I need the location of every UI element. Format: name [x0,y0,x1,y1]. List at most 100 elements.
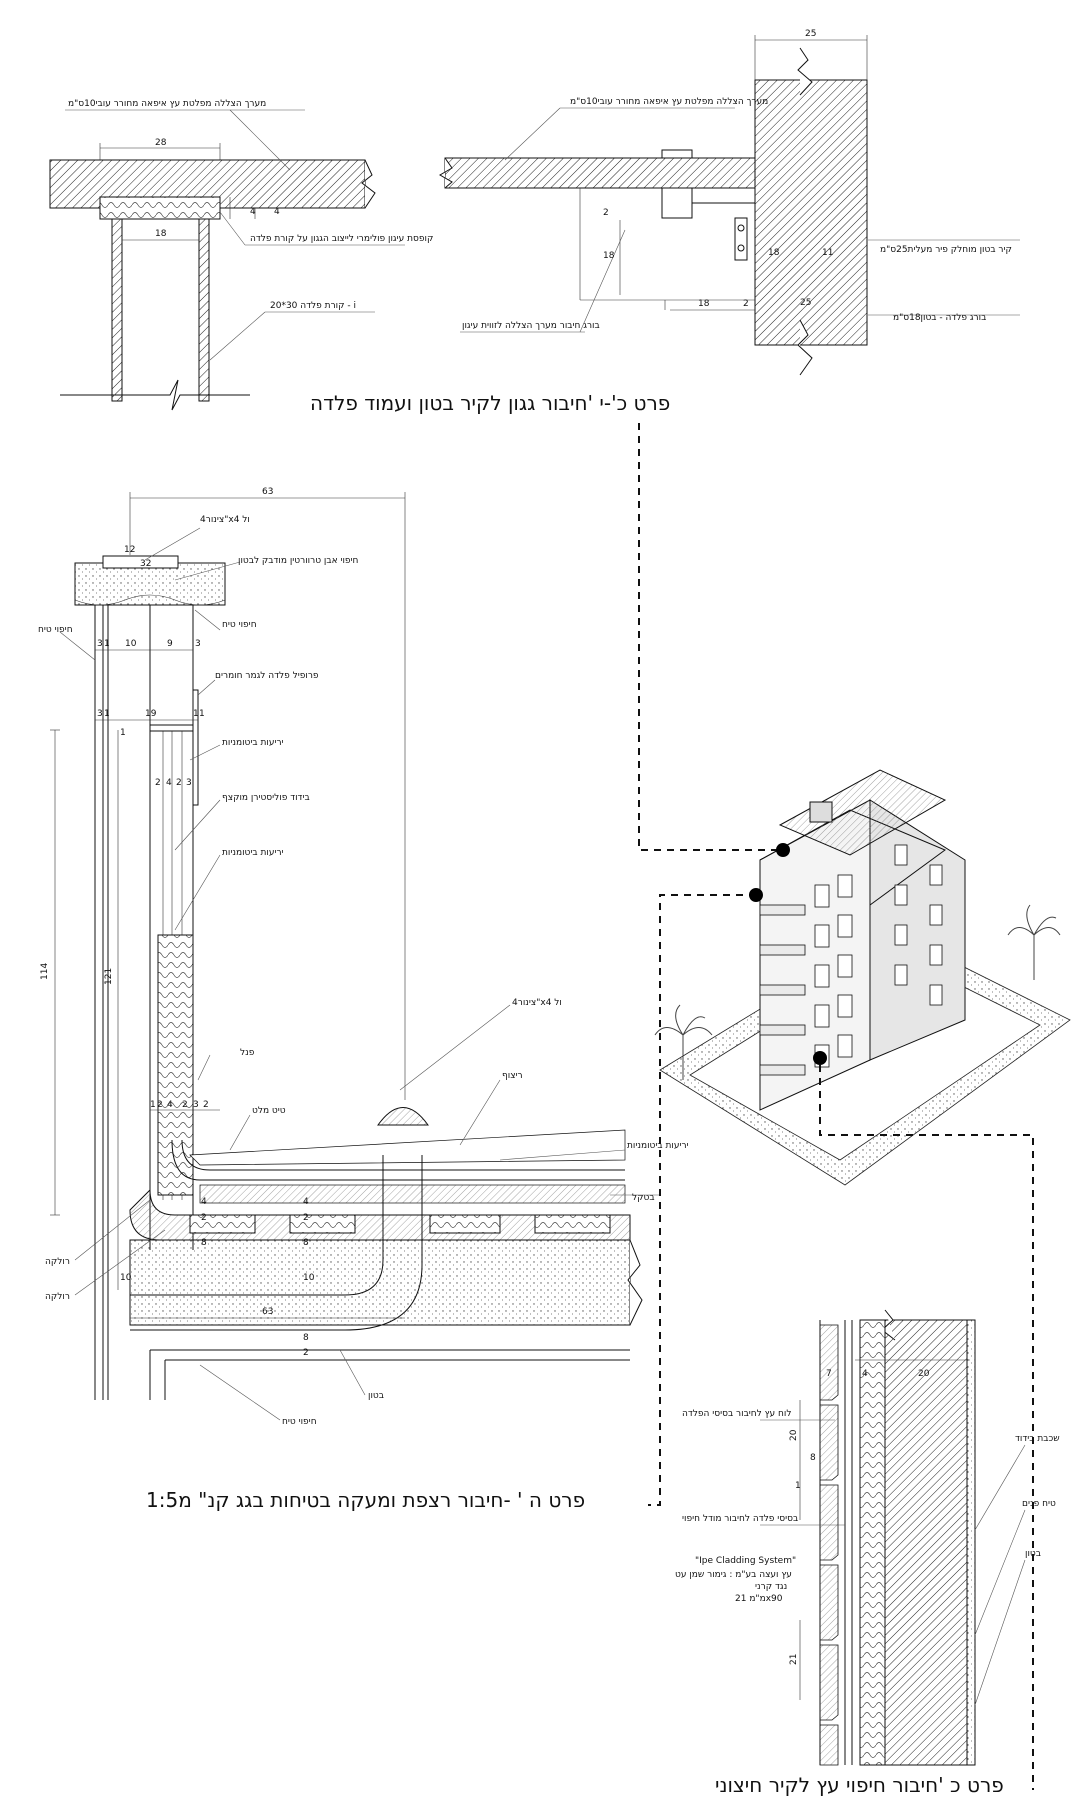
callout-dot-parapet [749,888,763,902]
cladding-label-4: עץ ועצה בע"מ : גימור שמן עט [675,1570,792,1580]
cladding-label-9: בטון [1025,1549,1041,1559]
cladding-label-2: בסיסי פלדה לחיבור מודל חיפוי [682,1514,798,1524]
parapet-label-9: פנל [240,1048,255,1058]
callout-dot-cladding [813,1051,827,1065]
top-left-dim-28: 28 [155,138,167,148]
cladding-detail [760,1309,1026,1766]
top-right-dim-11: 11 [822,248,833,258]
cladding-dim-8: 8 [810,1453,816,1463]
top-right-dim-18c: 18 [768,248,780,258]
parapet-dim-v4a: 4 [201,1197,207,1207]
parapet-label-10: טיט מלט [252,1106,286,1116]
parapet-dim-v10a: 10 [120,1273,132,1283]
parapet-dim-v121: 121 [104,968,114,985]
parapet-dim-v8c: 8 [303,1333,309,1343]
parapet-label-4: חיפוי טיח [38,625,73,635]
parapet-dim-v2a: 2 [201,1213,207,1223]
cladding-dim-21: 21 [789,1654,799,1665]
parapet-dim-r2b: 2 [176,778,182,788]
cladding-dim-20: 20 [918,1369,930,1379]
parapet-dim-v2c: 2 [303,1348,309,1358]
cladding-label-5: נגד קרני [755,1582,787,1592]
top-right-label-2: קיר בטון מוחלק פיר מעלית25ס"מ [880,245,1012,255]
parapet-dim-b3: 3 [193,1100,199,1110]
detail-parapet-title: פרט ה ' -חיבור רצפת ומעקה בטיחות בגג קנ"… [146,1488,585,1512]
parapet-dim-r3d: 3 [186,778,192,788]
parapet-dim-v2b: 2 [303,1213,309,1223]
parapet-dim-r19: 19 [145,709,157,719]
top-left-dim-4a: 4 [250,207,256,217]
parapet-dim-b4: 4 [167,1100,173,1110]
parapet-label-12: ריצוף [502,1071,523,1081]
parapet-dim-r1e: 1 [120,728,126,738]
parapet-dim-r4: 4 [166,778,172,788]
cladding-label-1: לוח עץ לחיבור בסיסי הפלדה [682,1409,791,1419]
cladding-label-8: טיח פנים [1022,1499,1056,1509]
parapet-dim-b1: 1 [150,1100,156,1110]
top-right-dim-25: 25 [805,29,816,39]
top-right-dim-2b: 2 [743,299,749,309]
top-right-dim-18a: 18 [603,251,615,261]
parapet-dim-r3a: 3 [97,639,103,649]
parapet-label-15: רולקה [45,1257,70,1267]
top-left-detail [49,109,405,411]
cladding-dim-1: 1 [795,1481,801,1491]
parapet-label-5: פרופיל פלדה לגמר חומרים [215,671,319,681]
parapet-dim-r2: 2 [155,778,161,788]
parapet-label-6: יריעות ביטומניות [222,738,284,748]
parapet-dim-r1d: 1 [199,709,205,719]
top-right-label-4: בורג חיבור מערך הצללה לזווית עיגון [462,321,600,331]
parapet-label-11: צינור4"x4 ול [512,998,562,1008]
cladding-dim-7: 7 [826,1369,832,1379]
parapet-dim-v10b: 10 [303,1273,315,1283]
parapet-label-3: חיפוי טיח [222,620,257,630]
parapet-dim-r1b: 1 [104,709,110,719]
callout-connectors [638,423,1034,1790]
parapet-dim-63top: 63 [262,487,273,497]
parapet-dim-v4b: 4 [303,1197,309,1207]
cladding-label-6: מ"מ 21x90 [735,1594,783,1604]
cladding-dim-20b: 20 [789,1429,799,1441]
top-left-label-2: קופסת עיגון פולימרי לייצוב הגגון על קורת… [250,234,433,244]
parapet-label-18: חיפוי טיח [282,1417,317,1427]
top-right-label-1: מערך הצללה מפלטת עץ איפאה מחורר עובי10ס"… [570,97,768,107]
parapet-dim-r3c: 3 [97,709,103,719]
top-left-label-1: מערך הצללה מפלטת עץ איפאה מחורר עובי10ס"… [68,99,266,109]
top-right-dim-25b: 25 [800,298,811,308]
parapet-dim-b2c: 2 [203,1100,209,1110]
top-left-dim-18: 18 [155,229,167,239]
top-right-dim-2a: 2 [603,208,609,218]
parapet-label-17: בטון [368,1391,384,1401]
parapet-dim-63bot: 63 [262,1307,273,1317]
parapet-dim-r9: 9 [167,639,173,649]
cladding-label-3: "Ipe Cladding System" [695,1556,796,1566]
parapet-label-2: חיפוי אבן טרוורטין מודבק לבטון [238,556,359,566]
detail-top-title: פרט כ'-י 'חיבור גגון לקיר בטון ועמוד פלד… [310,391,670,415]
top-left-label-3: קורת פלדה 30*20 - i [270,301,356,311]
parapet-dim-r10: 10 [125,639,137,649]
parapet-dim-32: 32 [140,559,151,569]
parapet-label-8: יריעות ביטומניות [222,848,284,858]
parapet-label-13: יריעות ביטומניות [627,1141,689,1151]
top-right-label-3: בורג פלדה - בטון18ס"מ [893,313,986,323]
parapet-label-1: צינור4"x4 ול [200,515,250,525]
parapet-label-7: בידוד פוליסטירן מוקצף [222,793,310,803]
parapet-dim-r1c: 1 [193,709,199,719]
detail-cladding-title: פרט כ 'חיבור חיפוי עץ לקיר חיצוני [715,1773,1004,1797]
top-right-dim-18b: 18 [698,299,710,309]
cladding-dim-4: 4 [862,1369,868,1379]
top-right-detail [439,35,1020,376]
parapet-dim-v8b: 8 [303,1238,309,1248]
parapet-dim-v114: 114 [40,963,50,980]
parapet-dim-r1a: 1 [104,639,110,649]
parapet-label-14: בטקל [632,1193,655,1203]
building-isometric [654,769,1071,1186]
parapet-dim-b2b: 2 [182,1100,188,1110]
parapet-dim-r3b: 3 [195,639,201,649]
parapet-dim-v8a: 8 [201,1238,207,1248]
parapet-dim-12: 12 [124,545,135,555]
parapet-dim-b2: 2 [157,1100,163,1110]
parapet-label-16: רולקה [45,1292,70,1302]
cladding-label-7: שכבת בידוד [1015,1434,1060,1444]
